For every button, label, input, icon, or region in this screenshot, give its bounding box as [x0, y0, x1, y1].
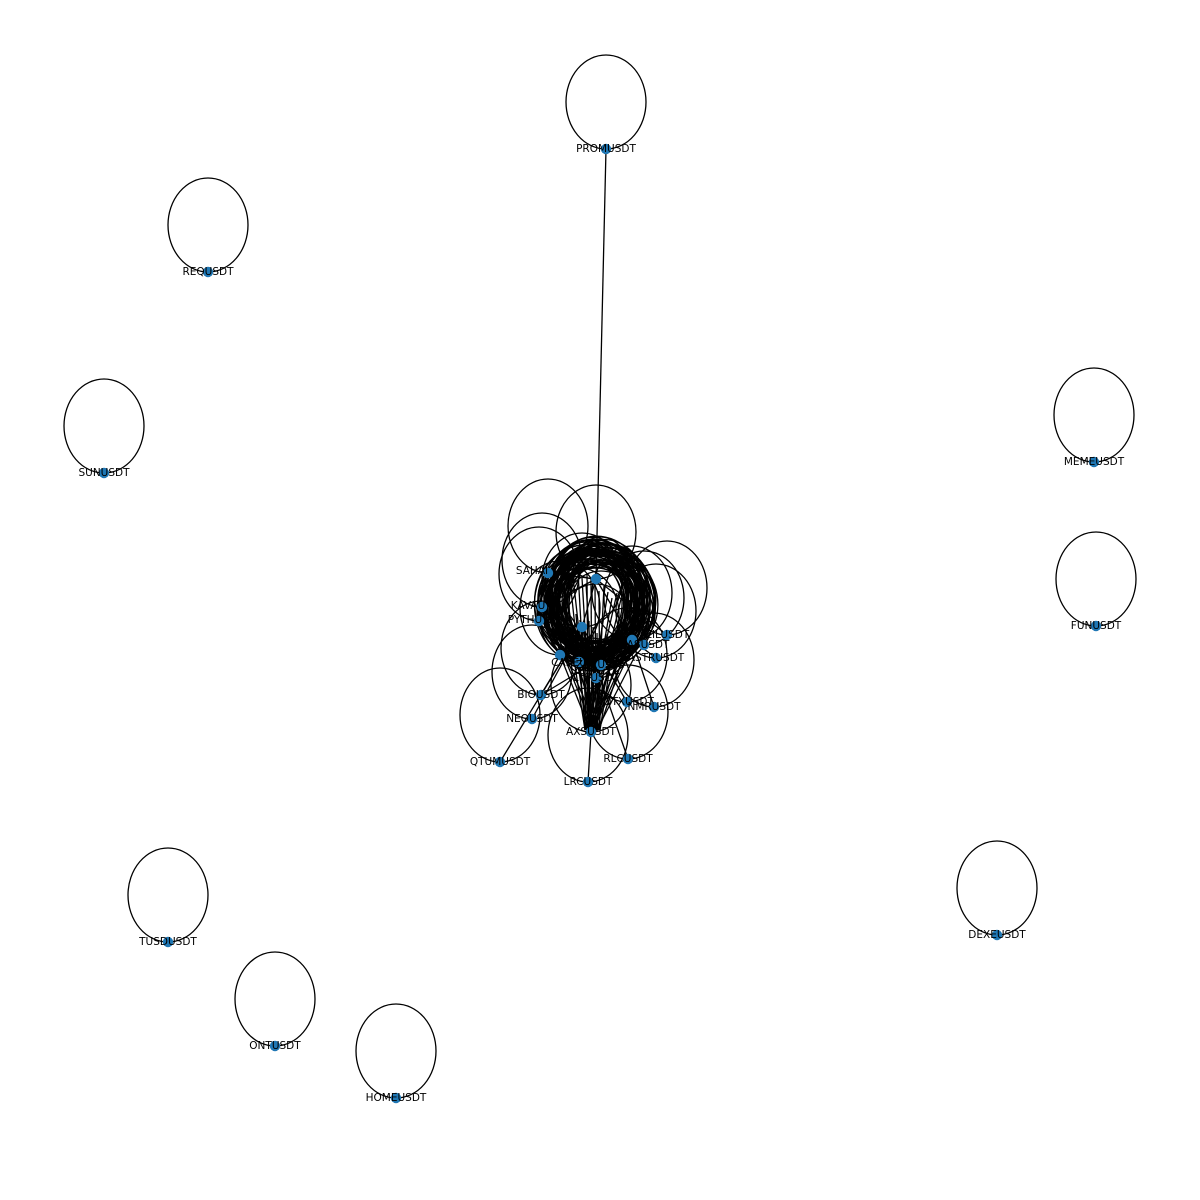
node-label-biousdt: BIOUSDT	[517, 689, 565, 701]
edge-rlcusdt-core2	[581, 626, 629, 760]
node-core2[interactable]	[576, 621, 588, 633]
edge-saharausdt-core1	[547, 572, 597, 580]
node-zrxusdt[interactable]	[595, 659, 607, 671]
node-tusdusdt[interactable]	[162, 936, 174, 948]
node-label-axsusdt: AXSUSDT	[566, 726, 616, 738]
node-pythusdt[interactable]	[533, 615, 545, 627]
node-kavausdt[interactable]	[536, 601, 548, 613]
node-label-ontusdt: ONTUSDT	[249, 1040, 301, 1052]
node-cakeusdt[interactable]	[573, 656, 585, 668]
node-zilusdt[interactable]	[661, 629, 673, 641]
node-gasusdt[interactable]	[638, 639, 650, 651]
edge-promusdt-core1	[595, 148, 607, 580]
edge-lrcusdt-axsusdt	[587, 731, 592, 783]
node-label-dexeusdt: DEXEUSDT	[968, 929, 1026, 941]
nodes	[98, 143, 1102, 1104]
node-label-nmrusdt: NMRUSDT	[627, 701, 681, 713]
node-nmrusdt[interactable]	[648, 701, 660, 713]
dense-edge	[599, 634, 616, 731]
node-label-memeusdt: MEMEUSDT	[1064, 456, 1125, 468]
node-qtumusdt[interactable]	[494, 756, 506, 768]
self-loop-saharausdt	[507, 478, 589, 574]
self-loop-ontusdt	[234, 951, 316, 1047]
node-homeusdt[interactable]	[390, 1092, 402, 1104]
edge-nmrusdt-core3	[631, 639, 655, 708]
node-label-requsdt: REQUSDT	[182, 266, 234, 278]
edge-biousdt-core2	[540, 626, 583, 696]
node-label-rlcusdt: RLCUSDT	[603, 753, 653, 765]
node-neousdt[interactable]	[526, 713, 538, 725]
self-loop-homeusdt	[355, 1003, 437, 1099]
self-loop-tusdusdt	[127, 847, 209, 943]
node-label-cakeusdt: CAKEU	[551, 657, 587, 669]
node-astrusdt[interactable]	[650, 652, 662, 664]
node-label-pythusdt: PYTHU	[508, 614, 543, 626]
node-label-neousdt: NEOUSDT	[506, 713, 558, 725]
edge-core1-core3	[595, 578, 633, 641]
edge-ltcusdt-core2	[581, 626, 597, 679]
dense-edge	[562, 606, 597, 731]
node-label-kavausdt: KAVAU	[511, 600, 546, 612]
node-label-lrcusdt: LRCUSDT	[564, 776, 613, 788]
node-biousdt[interactable]	[535, 689, 547, 701]
dense-edge	[588, 641, 629, 731]
node-saharausdt[interactable]	[542, 567, 554, 579]
node-funusdt[interactable]	[1090, 620, 1102, 632]
node-ontusdt[interactable]	[269, 1040, 281, 1052]
node-requsdt[interactable]	[202, 266, 214, 278]
node-memeusdt[interactable]	[1088, 456, 1100, 468]
node-label-funusdt: FUNUSDT	[1071, 620, 1122, 632]
dense-edge	[577, 571, 588, 731]
edge-neousdt-core2	[531, 626, 583, 720]
edge-axsusdt-core4	[559, 654, 592, 733]
dense-edge	[573, 655, 600, 731]
node-label-gasusdt: GASUSDT	[619, 639, 670, 651]
node-ltcusdt[interactable]	[590, 672, 602, 684]
edge-core1-core2	[581, 578, 597, 628]
node-sunusdt[interactable]	[98, 467, 110, 479]
edge-cakeusdt-core2	[578, 626, 583, 663]
node-label-ltcusdt: LTCUSDT	[573, 672, 620, 684]
self-loop-sunusdt	[63, 378, 145, 474]
dense-edge	[596, 653, 637, 731]
node-label-qtumusdt: QTUMUSDT	[470, 756, 531, 768]
node-core4[interactable]	[554, 649, 566, 661]
node-label-iotxusdt: IOTXUSDT	[600, 696, 654, 708]
edge-zilusdt-core1	[595, 578, 668, 636]
edge-core2-core4	[559, 626, 583, 656]
edge-pythusdt-core2	[538, 620, 583, 628]
self-loop-requsdt	[167, 177, 249, 273]
node-label-homeusdt: HOMEUSDT	[366, 1092, 427, 1104]
node-lrcusdt[interactable]	[582, 776, 594, 788]
node-label-zilusdt: ZILUSDT	[645, 629, 690, 641]
node-label-promusdt: PROMUSDT	[576, 143, 636, 155]
self-loop-neousdt	[491, 624, 573, 720]
node-rlcusdt[interactable]	[622, 753, 634, 765]
self-loop-dexeusdt	[956, 840, 1038, 936]
node-axsusdt[interactable]	[585, 726, 597, 738]
node-label-sunusdt: SUNUSDT	[78, 467, 130, 479]
self-loop-funusdt	[1055, 531, 1137, 627]
node-label-saharausdt: SAHAI	[516, 565, 548, 577]
edge-kavausdt-core1	[541, 578, 597, 608]
node-dexeusdt[interactable]	[991, 929, 1003, 941]
node-labels: PROMUSDT REQUSDT SUNUSDT MEMEUSDT FUNUSDT DEX…	[78, 143, 1124, 1104]
node-core3[interactable]	[626, 634, 638, 646]
self-loop-memeusdt	[1053, 367, 1135, 463]
edge-biousdt-core3	[540, 639, 633, 696]
node-label-zrxusdt: ZRXUSDT	[576, 659, 627, 671]
node-promusdt[interactable]	[600, 143, 612, 155]
node-label-tusdusdt: TUSDUSDT	[138, 936, 197, 948]
edge-axsusdt-core2	[581, 626, 592, 733]
node-core1[interactable]	[590, 573, 602, 585]
edges	[499, 148, 668, 783]
node-label-astrusdt: ASTRUSDT	[628, 652, 685, 664]
node-iotxusdt[interactable]	[621, 696, 633, 708]
self-loop-promusdt	[565, 54, 647, 150]
edge-axsusdt-core3	[590, 639, 633, 733]
